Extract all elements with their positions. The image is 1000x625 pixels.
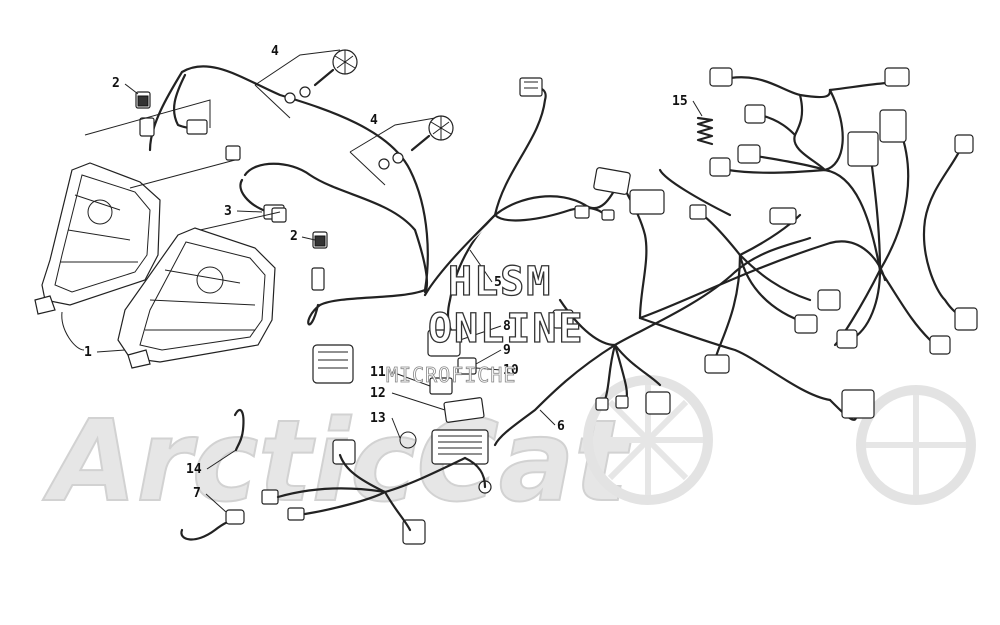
svg-text:5: 5 — [494, 275, 502, 290]
bulb-3 — [225, 145, 287, 223]
callout-4-lower: 4 — [370, 113, 378, 128]
callout-15: 15 — [672, 94, 703, 117]
adjuster-assembly-upper — [284, 49, 358, 104]
bulb-connector-d — [311, 267, 325, 291]
callout-1: 1 — [61, 311, 126, 360]
svg-text:1: 1 — [84, 345, 92, 360]
bulb-connector-b — [186, 119, 208, 135]
lower-left-harness — [276, 453, 487, 532]
bulb-socket-upper — [135, 91, 151, 109]
hlsm-watermark: HLSM ONLINE MICROFICHE — [386, 258, 585, 387]
callout-6: 6 — [539, 409, 565, 434]
svg-text:3: 3 — [224, 204, 232, 219]
cable-tie-14 — [233, 408, 245, 452]
adjuster-assembly-lower — [378, 115, 454, 170]
svg-text:6: 6 — [557, 419, 565, 434]
relay-small — [457, 357, 477, 375]
callout-3: 3 — [224, 204, 263, 219]
callout-9: 9 — [475, 343, 511, 365]
callout-12: 12 — [370, 386, 446, 411]
svg-text:9: 9 — [503, 343, 511, 358]
headlight-sub-harness — [139, 65, 429, 326]
callout-5: 5 — [469, 249, 502, 290]
svg-text:ONLINE: ONLINE — [428, 306, 585, 352]
spring-15 — [696, 116, 714, 146]
main-harness-connector — [312, 344, 354, 384]
svg-text:10: 10 — [503, 363, 519, 378]
svg-text:2: 2 — [290, 229, 298, 244]
svg-text:13: 13 — [370, 411, 386, 426]
headlight-left — [34, 162, 161, 315]
fuse-strip — [443, 397, 485, 423]
svg-text:14: 14 — [186, 462, 202, 477]
loose-lead-7 — [180, 509, 245, 541]
bulb-socket-lower — [312, 231, 328, 249]
svg-text:2: 2 — [112, 76, 120, 91]
svg-text:HLSM: HLSM — [448, 259, 552, 305]
callout-7: 7 — [193, 486, 227, 513]
right-sub-harness — [718, 76, 970, 421]
callout-11: 11 — [370, 365, 431, 387]
svg-text:7: 7 — [193, 486, 201, 501]
svg-text:4: 4 — [271, 44, 279, 59]
svg-text:11: 11 — [370, 365, 386, 380]
connectors — [261, 67, 978, 545]
callout-2-lower: 2 — [290, 229, 316, 244]
callout-4-upper: 4 — [271, 44, 279, 59]
callout-2-upper: 2 — [112, 76, 139, 95]
svg-text:8: 8 — [503, 319, 511, 334]
headlight-right — [117, 227, 276, 369]
svg-text:15: 15 — [672, 94, 688, 109]
bulb-connector-a — [139, 117, 155, 137]
main-wiring-harness — [423, 86, 887, 447]
reference-lines — [84, 49, 436, 231]
svg-text:4: 4 — [370, 113, 378, 128]
svg-text:12: 12 — [370, 386, 386, 401]
svg-text:MICROFICHE: MICROFICHE — [386, 363, 516, 387]
callouts: 1 2 2 3 4 4 5 6 7 — [61, 44, 703, 513]
fuse-block — [399, 357, 489, 465]
clamp-ring — [399, 431, 417, 449]
callout-13: 13 — [370, 411, 401, 439]
watermark-wheel-left — [583, 375, 713, 505]
watermark-wheel-right — [856, 385, 976, 505]
callout-14: 14 — [186, 449, 237, 477]
callout-10: 10 — [475, 363, 519, 378]
callout-8: 8 — [459, 319, 511, 341]
